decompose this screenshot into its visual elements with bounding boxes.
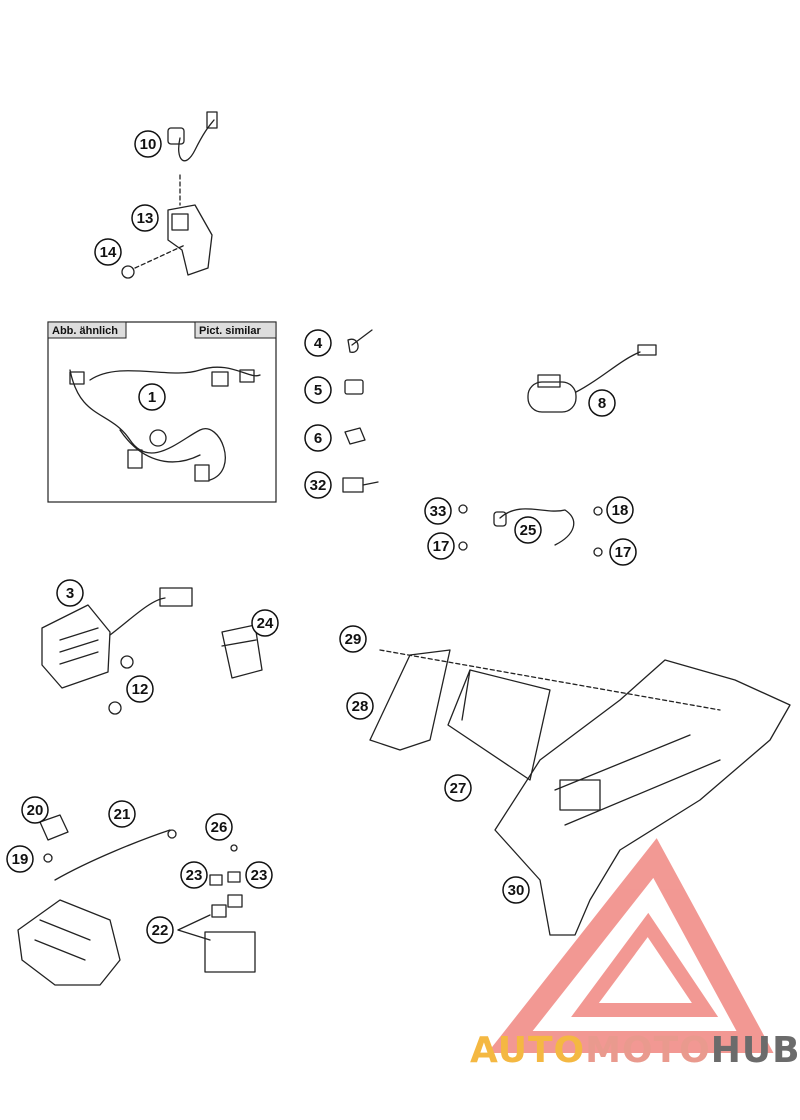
- svg-text:33: 33: [430, 503, 447, 520]
- battery-part: [447, 669, 551, 781]
- sensor-cable-part: [167, 111, 218, 206]
- starter-motor-part: [17, 899, 121, 986]
- callout-marker: 8: [588, 389, 616, 417]
- svg-text:32: 32: [310, 477, 327, 494]
- callout-marker: 21: [108, 800, 136, 828]
- callout-marker: 28: [346, 692, 374, 720]
- inset-label-de: Abb. ähnlich: [52, 325, 118, 337]
- svg-text:5: 5: [314, 382, 322, 399]
- svg-text:25: 25: [520, 522, 537, 539]
- starter-cable-part: [54, 829, 177, 881]
- regulator-part: [41, 587, 193, 715]
- inset-label-en: Pict. similar: [199, 325, 261, 337]
- svg-text:14: 14: [100, 244, 117, 261]
- callout-marker: 4: [304, 329, 332, 357]
- callout-marker: 30: [502, 876, 530, 904]
- svg-text:26: 26: [211, 819, 228, 836]
- svg-text:10: 10: [140, 136, 157, 153]
- svg-text:29: 29: [345, 631, 362, 648]
- callout-marker: 26: [205, 813, 233, 841]
- cable-tie-part: [347, 329, 373, 353]
- callout-marker: 13: [131, 204, 159, 232]
- holder-part: [344, 427, 366, 445]
- callout-marker: 29: [339, 625, 367, 653]
- svg-text:17: 17: [433, 538, 450, 555]
- relay-part: [177, 844, 256, 973]
- svg-text:4: 4: [314, 335, 323, 352]
- svg-text:18: 18: [612, 502, 629, 519]
- svg-text:6: 6: [314, 430, 322, 447]
- callout-marker: 14: [94, 238, 122, 266]
- battery-cable-part: [458, 504, 603, 557]
- callout-marker: 5: [304, 376, 332, 404]
- callout-marker: 23: [180, 861, 208, 889]
- svg-text:28: 28: [352, 698, 369, 715]
- callout-marker: 25: [514, 516, 542, 544]
- wiring-harness-part: [69, 366, 261, 482]
- svg-text:23: 23: [186, 867, 203, 884]
- watermark-logo: [487, 838, 774, 1053]
- svg-text:3: 3: [66, 585, 74, 602]
- svg-text:17: 17: [615, 544, 632, 561]
- svg-text:1: 1: [148, 389, 156, 406]
- callout-marker: 17: [609, 538, 637, 566]
- relay-box-part: [221, 624, 263, 679]
- callout-marker: 18: [606, 496, 634, 524]
- callout-marker: 3: [56, 579, 84, 607]
- callout-marker: 33: [424, 497, 452, 525]
- connector-part: [342, 477, 379, 493]
- callout-marker: 6: [304, 424, 332, 452]
- svg-text:13: 13: [137, 210, 154, 227]
- svg-text:27: 27: [450, 780, 467, 797]
- callout-marker: 17: [427, 532, 455, 560]
- callout-marker: 24: [251, 609, 279, 637]
- callout-marker: 19: [6, 845, 34, 873]
- callout-marker: 22: [146, 916, 174, 944]
- svg-text:21: 21: [114, 806, 131, 823]
- cdi-unit-part: [527, 344, 657, 413]
- airbox-part: [494, 659, 791, 936]
- svg-text:24: 24: [257, 615, 274, 632]
- svg-text:19: 19: [12, 851, 29, 868]
- svg-text:20: 20: [27, 802, 44, 819]
- callout-markers: 10 13 14 1 4 5 6 32 8 33 25 18 17 17 3 2…: [6, 130, 637, 944]
- boot-part: [39, 814, 69, 863]
- callout-marker: 23: [245, 861, 273, 889]
- callout-marker: 32: [304, 471, 332, 499]
- svg-text:23: 23: [251, 867, 268, 884]
- svg-text:22: 22: [152, 922, 169, 939]
- callout-marker: 27: [444, 774, 472, 802]
- svg-text:30: 30: [508, 882, 525, 899]
- svg-text:12: 12: [132, 681, 149, 698]
- callout-marker: 10: [134, 130, 162, 158]
- inset-frame: Abb. ähnlich Pict. similar: [47, 321, 277, 503]
- bracket-part: [121, 204, 213, 279]
- clip-part: [344, 379, 364, 395]
- battery-holder-part: [369, 649, 721, 751]
- svg-text:8: 8: [598, 395, 606, 412]
- callout-marker: 20: [21, 796, 49, 824]
- watermark-brand: AUTOMOTOHUB: [470, 1030, 800, 1071]
- callout-marker: 12: [126, 675, 154, 703]
- callout-marker: 1: [138, 383, 166, 411]
